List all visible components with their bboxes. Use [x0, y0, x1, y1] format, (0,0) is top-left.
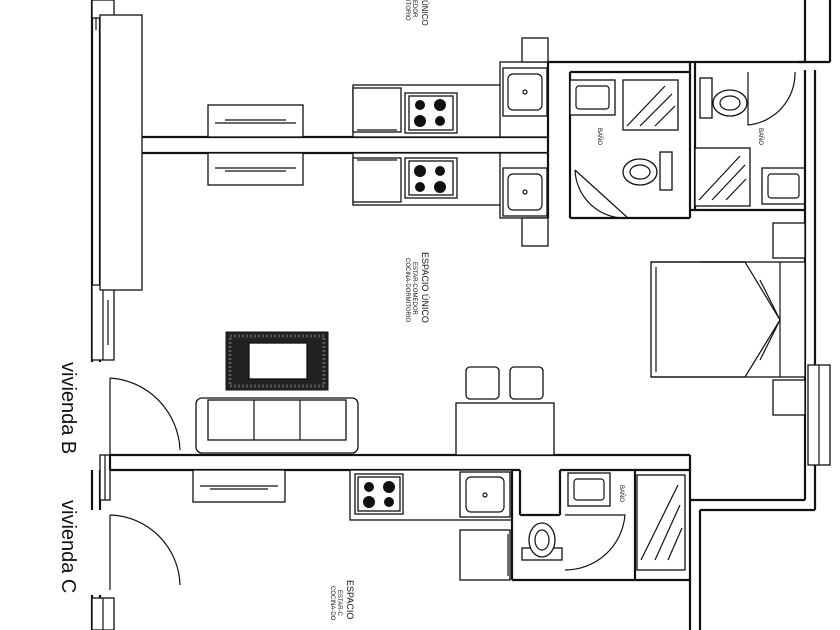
sink-lower: [459, 471, 511, 518]
label-room-top-2: EDOR: [411, 0, 417, 18]
label-room-center-title: ESPACIO ÚNICO: [420, 252, 430, 323]
entrance-block-upper: [99, 14, 143, 291]
shower-lower: [636, 474, 686, 571]
tv-shelf-lower: [192, 469, 286, 503]
fridge-upper-1: [352, 87, 402, 133]
label-room-top-3: ITORIO: [404, 0, 410, 21]
window-left-upper: [91, 284, 115, 361]
cooktop-upper-1: [404, 92, 458, 134]
label-bath-2: BAÑO: [757, 128, 764, 145]
washbasin-upper-2: [761, 167, 806, 205]
party-wall-upper: [142, 135, 548, 155]
shaft-upper-1: [521, 37, 549, 63]
label-room-center-sub1: ESTAR-COMEDOR: [411, 262, 417, 316]
label-bath-1: BAÑO: [596, 128, 603, 145]
window-left-lower: [91, 597, 115, 630]
dining-table: [455, 402, 555, 456]
toilet-lower: [521, 522, 563, 561]
cooktop-lower: [354, 473, 404, 515]
bathroom-block-lower: [510, 468, 690, 582]
bath-door-upper-1: [747, 71, 796, 126]
shower-upper-1: [622, 79, 679, 131]
dining-chair-1: [465, 366, 500, 400]
shower-upper-2: [694, 147, 751, 207]
label-room-center-sub2: COCINA-DORMITORIO: [404, 258, 410, 323]
label-room-bottom-sub2: COCINA-DO: [329, 586, 335, 621]
label-room-top-1: ÚNICO: [420, 0, 429, 26]
window-left-mid: [99, 454, 111, 501]
door-vivienda-b: [109, 377, 181, 455]
tv-shelf-upper-1: [207, 104, 304, 138]
bath-door-upper-2: [574, 169, 630, 219]
toilet-upper-2: [622, 151, 673, 191]
door-vivienda-c: [109, 514, 181, 590]
label-room-bottom-title: ESPACIO: [345, 580, 355, 619]
toilet-upper-1: [699, 77, 748, 119]
cooktop-upper-2: [404, 157, 458, 199]
label-room-bottom-sub1: ESTAR-C: [336, 590, 342, 617]
sofa: [195, 397, 359, 454]
rug: [225, 331, 329, 391]
label-bath-3: BAÑO: [618, 485, 625, 502]
shaft-upper-2: [521, 217, 549, 247]
nightstand-1: [772, 222, 806, 259]
fridge-lower: [459, 529, 511, 581]
bath-door-lower: [564, 514, 626, 571]
washbasin-lower: [567, 472, 611, 507]
washbasin-upper-1: [569, 79, 616, 116]
dining-chair-2: [509, 366, 544, 400]
window-right: [807, 364, 831, 466]
party-wall-lower: [108, 453, 690, 472]
sink-upper-1: [502, 67, 548, 117]
label-vivienda-b: vivienda B: [57, 362, 79, 454]
double-bed: [650, 261, 806, 378]
sink-upper-2: [502, 167, 548, 217]
tv-shelf-upper-2: [207, 152, 304, 186]
label-vivienda-c: vivienda C: [57, 500, 79, 593]
nightstand-2: [772, 379, 806, 416]
fridge-upper-2: [352, 157, 402, 203]
